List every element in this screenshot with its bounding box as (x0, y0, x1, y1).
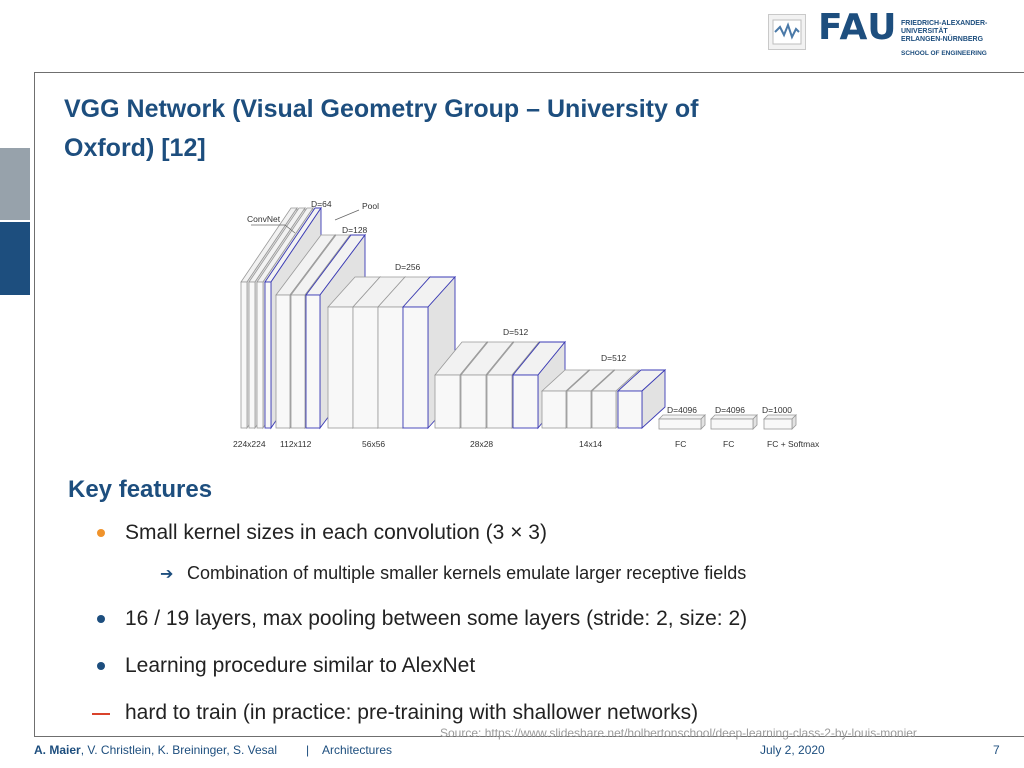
size-14: 14x14 (579, 439, 602, 449)
footer-coauthors: , V. Christlein, K. Breininger, S. Vesal (80, 743, 278, 757)
label-d512-b: D=512 (601, 353, 627, 363)
frame-top-line (34, 72, 1024, 73)
label-d128: D=128 (342, 225, 368, 235)
slide-title: VGG Network (Visual Geometry Group – Uni… (64, 90, 864, 168)
label-d1000: D=1000 (762, 405, 792, 415)
fc-layer-1 (658, 414, 706, 430)
bullet-learning-procedure: Learning procedure similar to AlexNet (125, 654, 476, 677)
fc-label-3: FC + Softmax (767, 439, 820, 449)
label-d4096-a: D=4096 (667, 405, 697, 415)
university-name: FRIEDRICH-ALEXANDER- UNIVERSITÄT ERLANGE… (901, 20, 988, 43)
fc-layer-3 (763, 414, 797, 430)
side-accent-gray (0, 148, 30, 220)
emblem-icon (772, 19, 802, 45)
footer-section: Architectures (322, 743, 393, 757)
footer-page-number: 7 (993, 743, 1000, 757)
bullet-dot-blue (97, 615, 105, 623)
size-112: 112x112 (280, 439, 312, 449)
bullet-dot-blue (97, 662, 105, 670)
bullet-dot-orange (97, 529, 105, 537)
side-accent-blue (0, 222, 30, 295)
fc-label-1: FC (675, 439, 686, 449)
convnet-leader-tip (284, 224, 296, 234)
label-d64: D=64 (311, 199, 332, 209)
layer-blocks (240, 206, 797, 430)
size-56: 56x56 (362, 439, 385, 449)
fc-label-2: FC (723, 439, 734, 449)
footer-date: July 2, 2020 (760, 743, 825, 757)
key-features-heading: Key features (68, 476, 213, 503)
frame-bottom-line (34, 736, 1024, 737)
slide-title-line-1: VGG Network (Visual Geometry Group – Uni… (64, 95, 699, 123)
label-pool: Pool (362, 201, 379, 211)
footer-separator: | (306, 743, 310, 757)
footer-authors: A. Maier, V. Christlein, K. Breininger, … (34, 743, 277, 757)
pool-leader-line (334, 209, 360, 221)
stage-14-pool-block (616, 368, 667, 430)
label-d256: D=256 (395, 262, 421, 272)
bullet-hard-to-train: hard to train (in practice: pre-training… (125, 701, 699, 724)
fc-layer-2 (710, 414, 758, 430)
bullet-kernel-sizes: Small kernel sizes in each convolution (… (125, 521, 547, 544)
label-d512-a: D=512 (503, 327, 529, 337)
size-28: 28x28 (470, 439, 493, 449)
fau-logo-word: FAU (818, 7, 898, 48)
school-name: SCHOOL OF ENGINEERING (901, 50, 987, 57)
arrow-icon: ➔ (160, 564, 174, 583)
slide-title-line-2: Oxford) [12] (64, 134, 206, 162)
source-citation: Source: https://www.slideshare.net/holbe… (440, 726, 917, 740)
label-convnet: ConvNet (247, 214, 281, 224)
sub-bullet-receptive-fields: Combination of multiple smaller kernels … (187, 563, 747, 583)
size-224: 224x224 (233, 439, 266, 449)
label-d4096-b: D=4096 (715, 405, 745, 415)
frame-left-line (34, 72, 35, 736)
bullet-dash-red (92, 713, 110, 715)
fau-emblem (768, 14, 806, 50)
footer-lead-author: A. Maier (34, 743, 81, 757)
vgg-architecture-diagram: ConvNet Pool D=64 D=128 D=256 D=512 D=51… (233, 199, 820, 449)
bullet-layers: 16 / 19 layers, max pooling between some… (125, 607, 748, 630)
